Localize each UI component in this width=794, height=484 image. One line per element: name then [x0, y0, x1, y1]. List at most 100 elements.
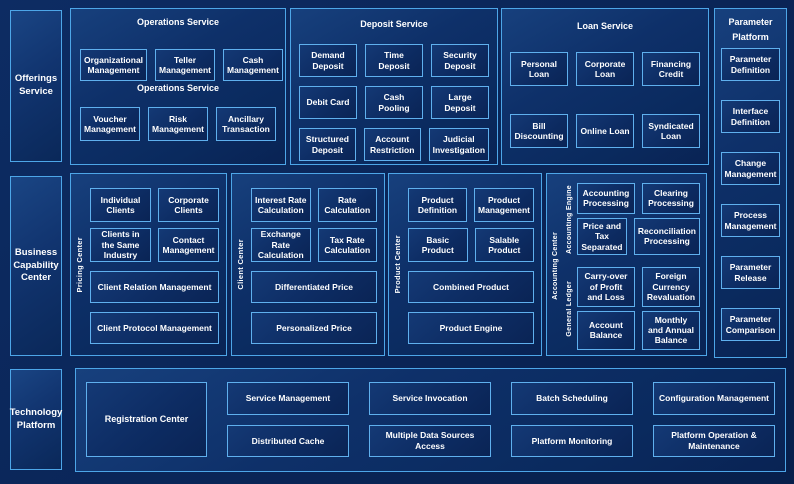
client-center-panel: Client Center Interest Rate Calculation … — [231, 173, 385, 356]
tech-column-1: Service Management Distributed Cache — [227, 382, 349, 457]
accounting-engine-grid: Accounting Processing Clearing Processin… — [577, 183, 700, 255]
operations-service-title: Operations Service — [136, 17, 220, 27]
accounting-center-panel: Accounting Center Accounting Engine Acco… — [546, 173, 707, 356]
box-corporate-loan: Corporate Loan — [576, 52, 634, 86]
box-ancillary-transaction: Ancillary Transaction — [216, 107, 276, 141]
deposit-row-2: Debit Card Cash Pooling Large Deposit — [299, 86, 489, 119]
loan-row-1: Personal Loan Corporate Loan Financing C… — [510, 52, 700, 86]
box-risk-management: Risk Management — [148, 107, 208, 141]
pricing-center-panel: Pricing Center Individual Clients Corpor… — [70, 173, 227, 356]
business-capability-center-label: Business Capability Center — [10, 176, 62, 356]
box-price-and-tax-separated: Price and Tax Separated — [577, 217, 627, 255]
box-change-management: Change Management — [721, 152, 780, 185]
box-time-deposit: Time Deposit — [365, 44, 423, 77]
accounting-center-vstrip: Accounting Center — [549, 183, 562, 349]
product-grid-row-1: Product Definition Product Management — [408, 188, 534, 222]
accounting-center-vlabel: Accounting Center — [552, 232, 559, 300]
client-center-vlabel: Client Center — [236, 239, 245, 290]
box-client-protocol-management: Client Protocol Management — [90, 312, 219, 344]
box-batch-scheduling: Batch Scheduling — [511, 382, 633, 415]
box-configuration-management: Configuration Management — [653, 382, 775, 415]
operations-service-subtitle: Operations Service — [136, 83, 220, 93]
pricing-center-vstrip: Pricing Center — [71, 174, 88, 355]
deposit-service-panel: Deposit Service Demand Deposit Time Depo… — [290, 8, 498, 165]
box-service-invocation: Service Invocation — [369, 382, 491, 415]
client-grid-row-1: Interest Rate Calculation Rate Calculati… — [251, 188, 377, 222]
tech-column-2: Service Invocation Multiple Data Sources… — [369, 382, 491, 457]
box-bill-discounting: Bill Discounting — [510, 114, 568, 148]
general-ledger-group: General Ledger Carry-over of Profit and … — [562, 267, 700, 350]
box-contact-management: Contact Management — [158, 228, 219, 262]
business-capability-center-text: Business Capability Center — [13, 246, 59, 284]
product-center-vlabel: Product Center — [393, 235, 402, 294]
box-product-management: Product Management — [474, 188, 534, 222]
box-individual-clients: Individual Clients — [90, 188, 151, 222]
box-basic-product: Basic Product — [408, 228, 468, 262]
box-multiple-data-sources-access: Multiple Data Sources Access — [369, 424, 491, 457]
pricing-center-vlabel: Pricing Center — [75, 236, 84, 293]
box-syndicated-loan: Syndicated Loan — [642, 114, 700, 148]
box-registration-center: Registration Center — [86, 382, 207, 457]
technology-platform-text: Technology Platform — [9, 406, 63, 431]
box-carry-over-profit-loss: Carry-over of Profit and Loss — [577, 267, 635, 307]
box-organizational-management: Organizational Management — [80, 49, 148, 81]
tech-column-4: Configuration Management Platform Operat… — [653, 382, 775, 457]
box-structured-deposit: Structured Deposit — [299, 128, 356, 161]
product-center-panel: Product Center Product Definition Produc… — [388, 173, 542, 356]
accounting-engine-group: Accounting Engine Accounting Processing … — [562, 183, 700, 255]
box-exchange-rate-calculation: Exchange Rate Calculation — [251, 228, 311, 262]
box-product-engine: Product Engine — [408, 312, 534, 344]
box-account-restriction: Account Restriction — [363, 128, 421, 161]
loan-service-title: Loan Service — [576, 21, 634, 31]
box-parameter-comparison: Parameter Comparison — [721, 308, 780, 341]
general-ledger-grid: Carry-over of Profit and Loss Foreign Cu… — [577, 267, 700, 350]
box-distributed-cache: Distributed Cache — [227, 424, 349, 457]
box-salable-product: Salable Product — [474, 228, 534, 262]
accounting-groups: Accounting Engine Accounting Processing … — [562, 183, 700, 350]
box-voucher-management: Voucher Management — [80, 107, 140, 141]
box-foreign-currency-revaluation: Foreign Currency Revaluation — [642, 267, 700, 307]
product-center-content: Product Definition Product Management Ba… — [406, 174, 541, 355]
deposit-row-1: Demand Deposit Time Deposit Security Dep… — [299, 44, 489, 77]
box-platform-operation-maintenance: Platform Operation & Maintenance — [653, 424, 775, 457]
box-personalized-price: Personalized Price — [251, 312, 377, 344]
box-parameter-release: Parameter Release — [721, 256, 780, 289]
offerings-service-text: Offerings Service — [14, 73, 58, 97]
box-clients-same-industry: Clients in the Same Industry — [90, 228, 151, 262]
box-combined-product: Combined Product — [408, 271, 534, 303]
deposit-service-title: Deposit Service — [360, 19, 428, 29]
client-grid-row-2: Exchange Rate Calculation Tax Rate Calcu… — [251, 228, 377, 262]
box-demand-deposit: Demand Deposit — [299, 44, 357, 77]
box-monthly-annual-balance: Monthly and Annual Balance — [642, 310, 700, 350]
box-reconciliation-processing: Reconciliation Processing — [633, 217, 700, 255]
box-large-deposit: Large Deposit — [431, 86, 489, 119]
operations-service-panel: Operations Service Organizational Manage… — [70, 8, 286, 165]
box-accounting-processing: Accounting Processing — [577, 183, 635, 214]
box-teller-management: Teller Management — [155, 49, 215, 81]
box-interface-definition: Interface Definition — [721, 100, 780, 133]
parameter-items: Parameter Definition Interface Definitio… — [721, 48, 780, 341]
box-financing-credit: Financing Credit — [642, 52, 700, 86]
box-parameter-definition: Parameter Definition — [721, 48, 780, 81]
box-platform-monitoring: Platform Monitoring — [511, 424, 633, 457]
box-interest-rate-calculation: Interest Rate Calculation — [251, 188, 311, 222]
operations-row-1: Organizational Management Teller Managem… — [80, 49, 283, 81]
pricing-center-content: Individual Clients Corporate Clients Cli… — [88, 174, 226, 355]
box-service-management: Service Management — [227, 382, 349, 415]
general-ledger-vlabel: General Ledger — [566, 280, 573, 337]
box-process-management: Process Management — [721, 204, 780, 237]
offerings-service-label: Offerings Service — [10, 10, 62, 162]
general-ledger-vstrip: General Ledger — [562, 267, 577, 350]
box-clearing-processing: Clearing Processing — [642, 183, 700, 214]
box-rate-calculation: Rate Calculation — [317, 188, 377, 222]
accounting-engine-vstrip: Accounting Engine — [562, 183, 577, 255]
loan-row-2: Bill Discounting Online Loan Syndicated … — [510, 114, 700, 148]
technology-platform-panel: Registration Center Service Management D… — [75, 368, 786, 472]
product-center-vstrip: Product Center — [389, 174, 406, 355]
box-cash-pooling: Cash Pooling — [365, 86, 423, 119]
deposit-row-3: Structured Deposit Account Restriction J… — [299, 128, 490, 161]
parameter-platform-title-line1: Parameter — [728, 17, 773, 27]
client-center-vstrip: Client Center — [232, 174, 249, 355]
box-client-relation-management: Client Relation Management — [90, 271, 219, 303]
